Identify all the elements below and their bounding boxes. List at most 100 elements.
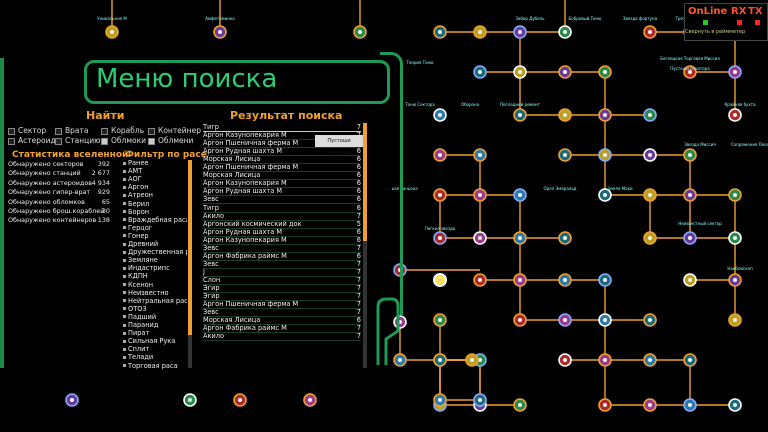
race-filter-item[interactable]: Гонер xyxy=(123,232,187,240)
race-filter-item[interactable]: Борон xyxy=(123,208,187,216)
race-checkbox[interactable] xyxy=(123,193,126,197)
race-checkbox[interactable] xyxy=(123,177,126,181)
sector-node[interactable] xyxy=(683,148,697,162)
find-checkbox[interactable]: Астероид xyxy=(8,136,56,145)
checkbox-box[interactable] xyxy=(8,127,15,135)
current-sector-marker[interactable] xyxy=(433,273,447,287)
sector-node[interactable] xyxy=(513,25,527,39)
find-checkbox[interactable]: Корабль xyxy=(101,126,144,135)
results-scrollbar[interactable] xyxy=(363,123,367,368)
race-filter-item[interactable]: Берил xyxy=(123,200,187,208)
sector-node[interactable] xyxy=(598,398,612,412)
sector-node[interactable] xyxy=(683,273,697,287)
sector-node[interactable] xyxy=(513,231,527,245)
find-checkbox[interactable]: Станцию xyxy=(55,136,100,145)
race-filter-item[interactable]: Падший xyxy=(123,313,187,321)
race-checkbox[interactable] xyxy=(123,218,126,222)
sector-node[interactable] xyxy=(643,25,657,39)
race-scroll-thumb[interactable] xyxy=(188,160,192,335)
sector-node[interactable] xyxy=(683,65,697,79)
sector-node[interactable] xyxy=(643,148,657,162)
sector-node[interactable] xyxy=(598,313,612,327)
race-checkbox[interactable] xyxy=(123,242,126,246)
race-filter-item[interactable]: Нейтральная раса xyxy=(123,297,187,305)
checkbox-box[interactable] xyxy=(8,137,15,145)
sector-node[interactable] xyxy=(513,398,527,412)
sector-node[interactable] xyxy=(558,25,572,39)
sector-node[interactable] xyxy=(683,353,697,367)
checkbox-box[interactable] xyxy=(148,127,155,135)
race-checkbox[interactable] xyxy=(123,274,126,278)
sector-node[interactable] xyxy=(683,231,697,245)
race-checkbox[interactable] xyxy=(123,210,126,214)
checkbox-box[interactable] xyxy=(148,137,155,145)
race-filter-item[interactable]: Сплит xyxy=(123,345,187,353)
sector-node[interactable] xyxy=(513,65,527,79)
sector-node[interactable] xyxy=(465,353,479,367)
find-checkbox[interactable]: Облмоки xyxy=(101,136,146,145)
race-checkbox[interactable] xyxy=(123,291,126,295)
sector-node[interactable] xyxy=(728,65,742,79)
race-checkbox[interactable] xyxy=(123,258,126,262)
race-filter-item[interactable]: Паранид xyxy=(123,321,187,329)
checkbox-box[interactable] xyxy=(101,137,108,145)
sector-node[interactable] xyxy=(643,231,657,245)
panel-handle[interactable] xyxy=(372,295,400,367)
race-checkbox[interactable] xyxy=(123,355,126,359)
sector-node[interactable] xyxy=(353,25,367,39)
race-checkbox[interactable] xyxy=(123,323,126,327)
sector-node[interactable] xyxy=(598,353,612,367)
sector-node[interactable] xyxy=(513,108,527,122)
race-checkbox[interactable] xyxy=(123,161,126,165)
race-checkbox[interactable] xyxy=(123,202,126,205)
sector-node[interactable] xyxy=(728,398,742,412)
race-checkbox[interactable] xyxy=(123,307,126,311)
race-filter-item[interactable]: Атреон xyxy=(123,191,187,199)
sector-node[interactable] xyxy=(598,273,612,287)
sector-node[interactable] xyxy=(728,231,742,245)
race-filter-item[interactable]: Ранее xyxy=(123,159,187,167)
sector-node[interactable] xyxy=(728,108,742,122)
sector-node[interactable] xyxy=(513,273,527,287)
sector-node[interactable] xyxy=(65,393,79,407)
sector-node[interactable] xyxy=(728,188,742,202)
sector-node[interactable] xyxy=(598,148,612,162)
sector-node[interactable] xyxy=(473,273,487,287)
sector-node[interactable] xyxy=(433,353,447,367)
race-checkbox[interactable] xyxy=(123,347,126,351)
sector-node[interactable] xyxy=(303,393,317,407)
sector-node[interactable] xyxy=(513,313,527,327)
sector-node[interactable] xyxy=(433,393,447,407)
checkbox-box[interactable] xyxy=(55,127,62,135)
sector-node[interactable] xyxy=(643,188,657,202)
sector-node[interactable] xyxy=(433,231,447,245)
sector-node[interactable] xyxy=(558,313,572,327)
sector-node[interactable] xyxy=(683,398,697,412)
sector-node[interactable] xyxy=(598,188,612,202)
race-checkbox[interactable] xyxy=(123,250,126,254)
sector-node[interactable] xyxy=(393,353,407,367)
sector-node[interactable] xyxy=(433,25,447,39)
sector-node[interactable] xyxy=(558,65,572,79)
find-checkbox[interactable]: Контейнер xyxy=(148,126,201,135)
race-checkbox[interactable] xyxy=(123,185,126,189)
checkbox-box[interactable] xyxy=(101,127,108,135)
race-checkbox[interactable] xyxy=(123,315,126,319)
race-checkbox[interactable] xyxy=(123,226,126,230)
find-checkbox[interactable]: Облмени xyxy=(148,136,193,145)
sector-node[interactable] xyxy=(558,273,572,287)
race-filter-item[interactable]: Древний xyxy=(123,240,187,248)
sector-node[interactable] xyxy=(433,108,447,122)
race-filter-item[interactable]: Аргон xyxy=(123,183,187,191)
sector-node[interactable] xyxy=(473,65,487,79)
